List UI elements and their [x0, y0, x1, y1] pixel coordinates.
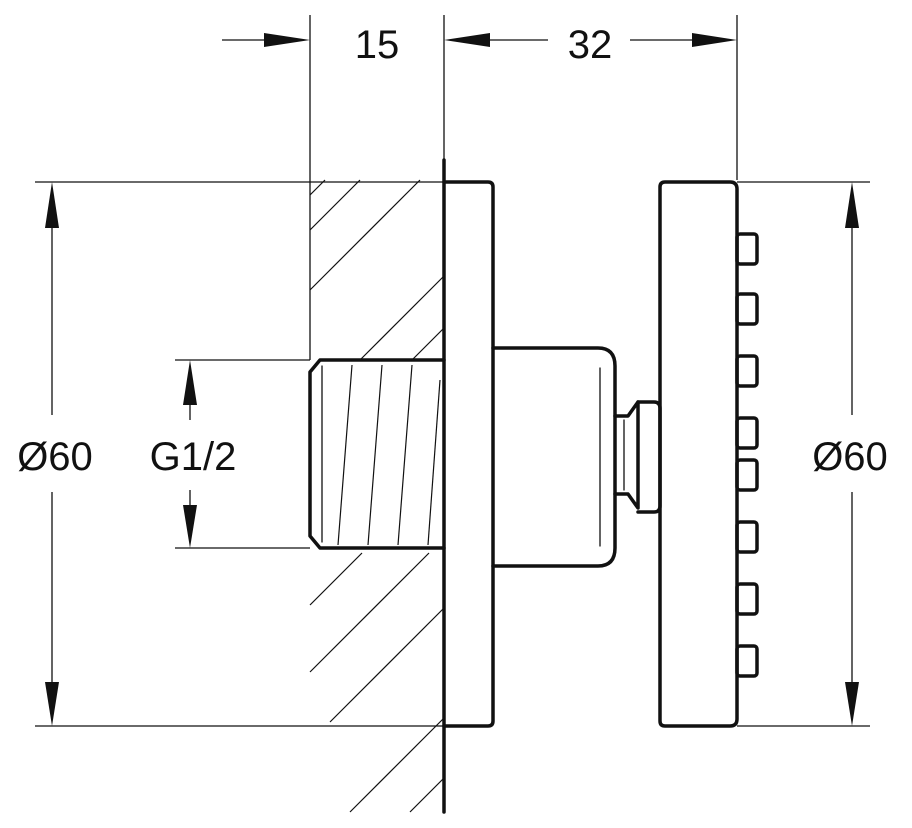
nozzle: [735, 292, 759, 326]
ball-joint: [613, 400, 662, 514]
shower-head: [658, 180, 739, 728]
body-cylinder: [491, 346, 617, 568]
wall-flange: [442, 180, 495, 728]
dimension-label-dia-left: Ø60: [17, 435, 93, 479]
extension-lines: [35, 15, 870, 727]
threaded-connector: [308, 358, 446, 550]
nozzle: [735, 644, 759, 678]
dimension-thread: G1/2: [150, 360, 237, 548]
dimension-depth-head: 32: [444, 23, 737, 67]
nozzle: [735, 582, 759, 616]
dimension-label-dia-right: Ø60: [812, 435, 888, 479]
dimension-label-32: 32: [568, 23, 613, 67]
dimension-depth-wall: 15: [222, 23, 399, 67]
nozzle: [735, 416, 759, 450]
nozzles: [735, 232, 759, 678]
dimension-diameter-left: Ø60: [17, 182, 93, 726]
dimension-label-15: 15: [355, 23, 400, 67]
nozzle: [735, 458, 759, 492]
wall-hatching: [309, 179, 445, 813]
dimension-diameter-right: Ø60: [812, 182, 888, 726]
dimension-label-thread: G1/2: [150, 435, 237, 479]
nozzle: [735, 354, 759, 388]
nozzle: [735, 520, 759, 554]
nozzle: [735, 232, 759, 266]
